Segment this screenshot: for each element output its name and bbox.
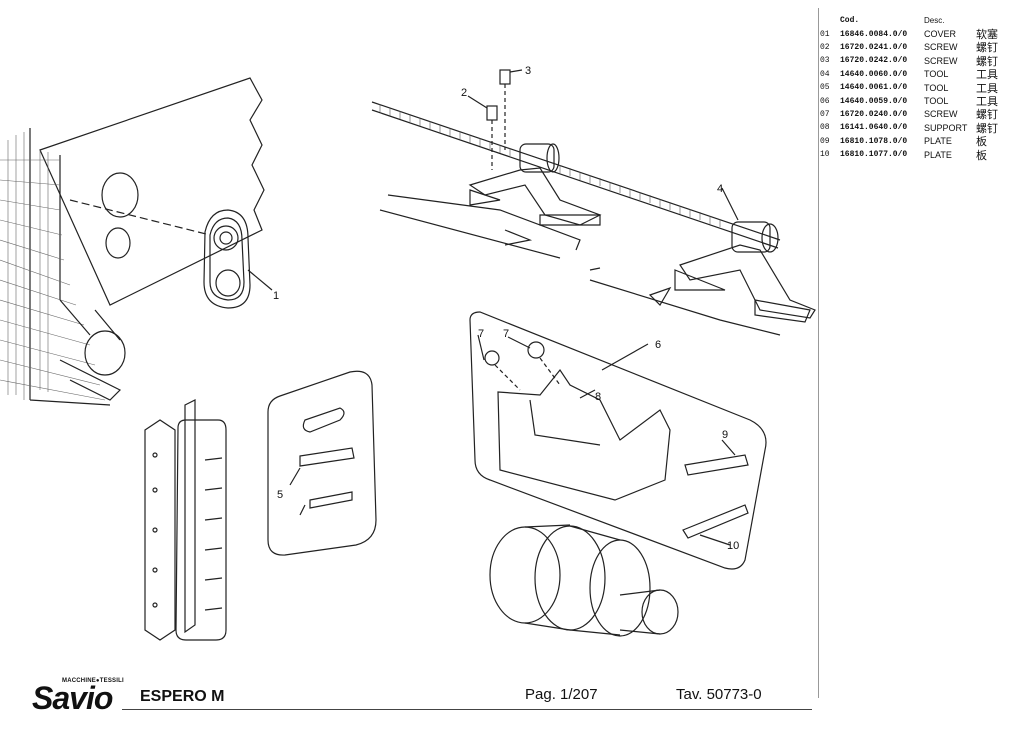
part-description-cn: 工具	[976, 68, 998, 82]
part-code: 14640.0060.0/0	[840, 69, 908, 79]
part-code: 16810.1077.0/0	[840, 150, 908, 160]
table-row: 10 16810.1077.0/0 PLATE 板	[820, 148, 1020, 162]
table-row: 06 14640.0059.0/0 TOOL 工具	[820, 94, 1020, 109]
brand-name: Savio	[32, 680, 113, 716]
part-code: 16720.0242.0/0	[840, 56, 908, 66]
part-description: PLATE	[924, 149, 952, 160]
callout-10: 10	[727, 540, 739, 552]
table-row: 02 16720.0241.0/0 SCREW 螺钉	[820, 41, 1020, 54]
part-description-cn: 工具	[976, 81, 998, 95]
part-number: 07	[820, 109, 830, 119]
callout-1: 1	[273, 290, 279, 302]
lead-screw-illustration	[371, 101, 816, 336]
table-row: 05 14640.0061.0/0 TOOL 工具	[820, 81, 1020, 95]
header-code: Cod.	[840, 16, 860, 26]
callout-4: 4	[717, 183, 723, 195]
part-code: 14640.0061.0/0	[840, 83, 908, 93]
callout-3: 3	[525, 65, 531, 77]
callout-5: 5	[277, 489, 283, 501]
part-description: SCREW	[924, 42, 958, 53]
callout-7b: 7	[503, 328, 509, 340]
part-description-cn: 板	[976, 135, 987, 149]
tool-kit-illustration	[469, 311, 767, 570]
part-number: 10	[820, 150, 830, 160]
title-block: MACCHINE●TESSILI Savio ESPERO M Pag. 1/2…	[0, 668, 1024, 739]
part-description-cn: 工具	[976, 95, 998, 109]
part-code: 16720.0241.0/0	[840, 42, 908, 52]
part-number: 04	[820, 69, 830, 79]
page-number: Pag. 1/207	[525, 686, 598, 703]
part-description-cn: 螺钉	[976, 54, 998, 68]
part-code: 16810.1078.0/0	[840, 136, 908, 146]
callout-8: 8	[595, 391, 601, 403]
part-number: 03	[820, 56, 830, 66]
table-row: 03 16720.0242.0/0 SCREW 螺钉	[820, 54, 1020, 68]
model-name: ESPERO M	[140, 688, 225, 705]
part-code: 14640.0059.0/0	[840, 96, 908, 106]
vertical-rail-illustration	[144, 399, 227, 641]
callout-7a: 7	[478, 328, 484, 340]
part-description: TOOL	[924, 69, 949, 80]
tool-box-illustration	[267, 370, 377, 556]
part-number: 01	[820, 29, 830, 39]
part-description: SUPPORT	[924, 122, 968, 133]
part-description-cn: 螺钉	[976, 41, 998, 55]
part-description-cn: 螺钉	[976, 121, 998, 135]
header-desc: Desc.	[924, 16, 945, 26]
part-code: 16720.0240.0/0	[840, 109, 908, 119]
part-description: SCREW	[924, 109, 958, 120]
part-description: SCREW	[924, 55, 958, 66]
frame-panel-illustration	[0, 77, 265, 406]
part-number: 06	[820, 96, 830, 106]
part-number: 05	[820, 83, 830, 93]
table-row: 09 16810.1078.0/0 PLATE 板	[820, 135, 1020, 148]
callout-2: 2	[461, 87, 467, 99]
part-cover-illustration	[69, 199, 273, 309]
screws-illustration	[467, 69, 739, 221]
title-rule	[122, 709, 812, 710]
part-description: PLATE	[924, 136, 952, 147]
exploded-parts-drawing: 1 2 3 4 5 6 7 7 8 9 10	[0, 65, 816, 641]
part-code: 16846.0084.0/0	[840, 29, 908, 39]
part-description: TOOL	[924, 96, 949, 107]
part-description: TOOL	[924, 82, 949, 93]
table-row: 01 16846.0084.0/0 COVER 软塞	[820, 27, 1020, 42]
parts-table-header: Cod. Desc.	[820, 14, 1020, 27]
brand-subtitle: MACCHINE●TESSILI	[62, 678, 124, 684]
parts-table: Cod. Desc. 01 16846.0084.0/0 COVER 软塞 02 1672…	[820, 14, 1020, 161]
part-number: 09	[820, 136, 830, 146]
part-description-cn: 板	[976, 148, 987, 162]
table-divider	[818, 8, 819, 698]
part-description-cn: 软塞	[976, 28, 998, 42]
bobbin-illustration	[489, 524, 679, 637]
table-row: 04 14640.0060.0/0 TOOL 工具	[820, 68, 1020, 81]
part-code: 16141.0640.0/0	[840, 123, 908, 133]
callout-9: 9	[722, 429, 728, 441]
part-number: 08	[820, 123, 830, 133]
part-description: COVER	[924, 29, 957, 40]
table-number: Tav. 50773-0	[676, 686, 762, 703]
table-row: 08 16141.0640.0/0 SUPPORT 螺钉	[820, 121, 1020, 135]
part-number: 02	[820, 42, 830, 52]
table-row: 07 16720.0240.0/0 SCREW 螺钉	[820, 108, 1020, 121]
callout-6: 6	[655, 339, 661, 351]
part-description-cn: 螺钉	[976, 108, 998, 122]
